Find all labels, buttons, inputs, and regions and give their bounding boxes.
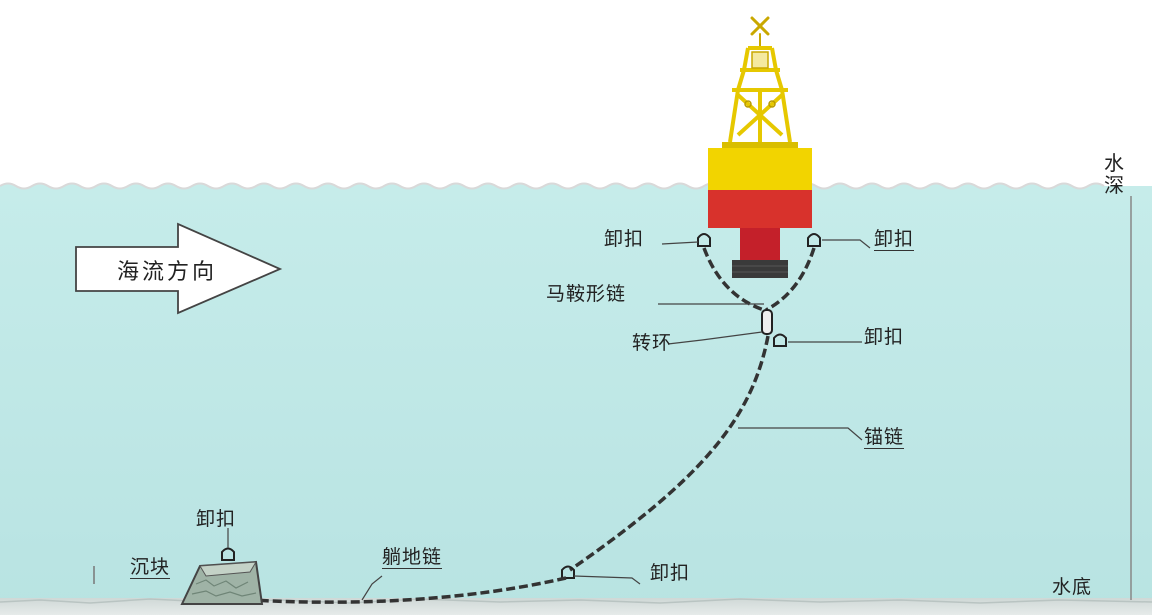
leader-lines <box>227 239 871 601</box>
label-sinker: 沉块 <box>130 556 171 579</box>
seabed-texture <box>0 598 1152 604</box>
bridle-chain-right <box>765 247 816 312</box>
swivel-icon <box>761 309 773 335</box>
buoy-light-box <box>751 51 769 69</box>
label-bridle-chain: 马鞍形链 <box>546 283 627 305</box>
buoy-float-yellow <box>708 148 812 190</box>
label-shackle-buoy-right: 卸扣 <box>874 228 915 251</box>
tower-lug-left <box>744 100 752 108</box>
buoy-counterweight <box>732 260 788 278</box>
buoy-tower <box>728 46 792 143</box>
label-ground-chain: 躺地链 <box>382 546 443 569</box>
label-shackle-ground: 卸扣 <box>650 562 691 584</box>
buoy-float-red <box>708 190 812 228</box>
water-depth-label: 水深 <box>1104 151 1124 197</box>
shackle-buoy-right-icon <box>807 233 821 247</box>
sinker-block-face <box>199 561 257 577</box>
label-swivel: 转环 <box>632 332 673 354</box>
water <box>0 183 1152 615</box>
shackle-ground-icon <box>561 565 575 579</box>
bridle-chain-left <box>702 247 765 312</box>
label-shackle-swivel: 卸扣 <box>864 326 905 348</box>
seabed-label: 水底 <box>1052 576 1093 598</box>
current-direction-arrow <box>75 222 283 315</box>
shackle-swivel-icon <box>773 333 787 347</box>
buoy-ballast-tube <box>740 228 780 262</box>
water-surface-line <box>0 182 1105 190</box>
topmark-x-icon <box>750 16 770 49</box>
shackle-block-icon <box>221 547 235 561</box>
buoy-float-top <box>722 142 798 148</box>
current-direction-label: 海流方向 <box>117 260 218 285</box>
shackle-buoy-left-icon <box>697 233 711 247</box>
sinker-texture <box>191 579 257 597</box>
label-anchor-chain: 锚链 <box>864 426 905 449</box>
label-shackle-buoy-left: 卸扣 <box>604 228 645 250</box>
anchor-chain <box>569 335 770 572</box>
ground-chain <box>251 576 567 604</box>
tower-lug-right <box>768 100 776 108</box>
label-shackle-block: 卸扣 <box>196 508 237 530</box>
